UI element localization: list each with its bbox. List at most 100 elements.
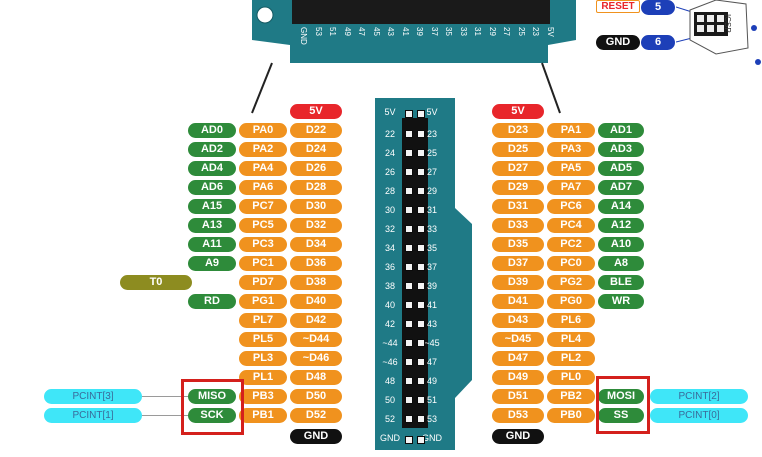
left-function-pin: AD0 <box>188 123 236 138</box>
header-pin <box>417 263 425 271</box>
right-pcint-pin: PCINT[0] <box>650 408 748 423</box>
header-pin-number-right: 29 <box>426 186 437 196</box>
header-body <box>375 98 472 450</box>
header-pin-number-right: 51 <box>426 395 437 405</box>
header-pin-number-left: 28 <box>384 186 395 196</box>
header-pin <box>405 206 413 214</box>
header-pin-number-right: 43 <box>426 319 437 329</box>
right-port-pin: PC0 <box>547 256 595 271</box>
left-timer-pin: T0 <box>120 275 192 290</box>
header-pin-number-right: 39 <box>426 281 437 291</box>
header-pin-number-left: 40 <box>384 300 395 310</box>
left-function-pin: AD6 <box>188 180 236 195</box>
header-bottom-left: GND <box>380 433 400 443</box>
left-digital-pin: D26 <box>290 161 342 176</box>
board-pin-label: 25 <box>516 27 526 36</box>
left-port-pin: PC5 <box>239 218 287 233</box>
header-pin-number-left: 32 <box>384 224 395 234</box>
left-digital-pin: D22 <box>290 123 342 138</box>
right-function-pin: AD1 <box>598 123 644 138</box>
spi-right-highlight <box>596 376 650 434</box>
icsp-name: ICSP <box>723 14 732 33</box>
board-pin-label: 23 <box>531 27 540 36</box>
header-pin <box>417 282 425 290</box>
header-pin-number-right: 47 <box>426 357 437 367</box>
left-function-pin: A11 <box>188 237 236 252</box>
right-digital-pin: D31 <box>492 199 544 214</box>
board-pin-label: 41 <box>400 27 410 36</box>
right-digital-pin: D51 <box>492 389 544 404</box>
header-pin-number-right: 37 <box>426 262 437 272</box>
header-pin-number-left: 24 <box>384 148 395 158</box>
right-function-pin: BLE <box>598 275 644 290</box>
right-function-pin: AD3 <box>598 142 644 157</box>
header-pin <box>417 396 425 404</box>
left-function-pin: AD4 <box>188 161 236 176</box>
board-pin-label: 37 <box>429 27 439 36</box>
left-digital-pin: ~D44 <box>290 332 342 347</box>
right-port-pin: PL0 <box>547 370 595 385</box>
icsp-gnd-pin-number: 6 <box>641 35 675 50</box>
header-pin <box>417 168 425 176</box>
header-pin-number-left: 52 <box>384 414 395 424</box>
right-function-pin: AD5 <box>598 161 644 176</box>
spi-left-highlight <box>181 379 244 435</box>
left-port-pin: PA0 <box>239 123 287 138</box>
right-port-pin: PL6 <box>547 313 595 328</box>
header-pin <box>417 415 425 423</box>
header-pin <box>405 168 413 176</box>
header-pin-number-right: 35 <box>426 243 437 253</box>
board-pin-label: 31 <box>473 27 482 36</box>
icsp-connector <box>676 0 761 65</box>
left-function-pin: MISO <box>188 389 236 404</box>
header-pin-number-right: 49 <box>426 376 437 386</box>
icsp-gnd-label: GND <box>596 35 640 50</box>
header-bottom-right: GND <box>422 433 442 443</box>
board-pin-label: 35 <box>444 27 453 36</box>
left-function-pin: A15 <box>188 199 236 214</box>
right-function-pin: A12 <box>598 218 644 233</box>
right-function-pin: A10 <box>598 237 644 252</box>
right-digital-pin: D27 <box>492 161 544 176</box>
left-digital-pin: D32 <box>290 218 342 233</box>
board-pin-label: 51 <box>328 27 337 36</box>
right-function-pin: SS <box>598 408 644 423</box>
left-digital-pin: D30 <box>290 199 342 214</box>
right-pcint-pin: PCINT[2] <box>650 389 748 404</box>
header-pin-number-right: 31 <box>426 205 437 215</box>
right-digital-pin: D37 <box>492 256 544 271</box>
left-digital-pin: D34 <box>290 237 342 252</box>
header-pin <box>405 377 413 385</box>
right-port-pin: PC4 <box>547 218 595 233</box>
board-pin-label: 29 <box>487 27 497 36</box>
board-pin-label: 53 <box>313 27 323 36</box>
left-pcint-pin: PCINT[3] <box>44 389 142 404</box>
left-digital-pin: D40 <box>290 294 342 309</box>
header-pin-number-left: ~46 <box>382 357 398 367</box>
header-top-left: 5V <box>384 107 396 117</box>
left-port-pin: PC7 <box>239 199 287 214</box>
left-port-pin: PL1 <box>239 370 287 385</box>
header-pin <box>405 225 413 233</box>
board-pin-label: 27 <box>502 27 511 36</box>
right-function-pin: A8 <box>598 256 644 271</box>
header-pin-number-left: 38 <box>384 281 395 291</box>
right-digital-pin: D41 <box>492 294 544 309</box>
board-outline <box>251 0 576 114</box>
right-digital-pin: D33 <box>492 218 544 233</box>
board-pin-label: 39 <box>415 27 424 36</box>
board-pin-label: 5V <box>545 27 555 37</box>
header-pin <box>405 320 413 328</box>
header-pin <box>417 244 425 252</box>
left-digital-pin: D48 <box>290 370 342 385</box>
board-pin-label: GND <box>299 27 308 45</box>
reset-pin-number: 5 <box>641 0 675 15</box>
left-digital-pin: D38 <box>290 275 342 290</box>
left-digital-pin: D50 <box>290 389 342 404</box>
header-pin <box>417 187 425 195</box>
left-port-pin: PL7 <box>239 313 287 328</box>
right-port-pin: PL4 <box>547 332 595 347</box>
left-port-pin: PC1 <box>239 256 287 271</box>
header-pin <box>417 110 425 118</box>
left-port-pin: PB1 <box>239 408 287 423</box>
